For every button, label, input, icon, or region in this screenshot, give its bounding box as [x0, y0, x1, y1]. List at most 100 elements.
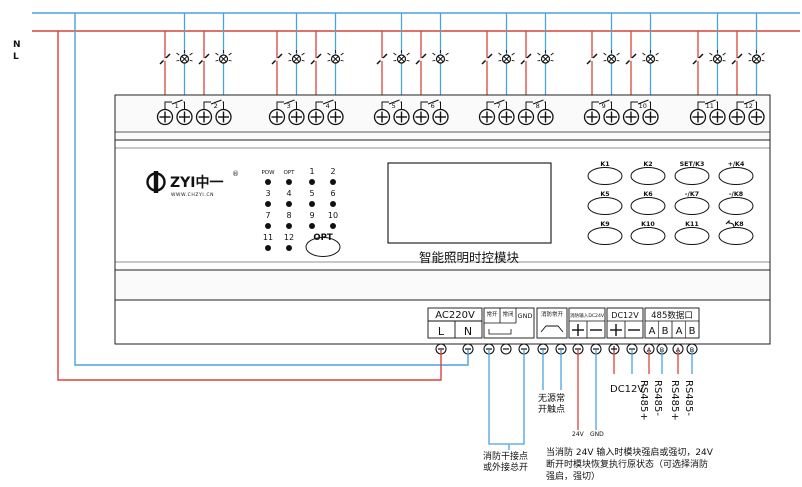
- annotations: 无源常 开触点 DC12V RS485+ RS485- RS485+ RS485…: [483, 380, 714, 482]
- bottom-wiring: [57, 13, 693, 450]
- output-terminal-screw[interactable]: [195, 108, 213, 126]
- switch-icon: [481, 53, 493, 65]
- switch-icon: [159, 53, 171, 65]
- output-terminal-screw[interactable]: [498, 108, 515, 126]
- svg-text:K11: K11: [685, 221, 699, 228]
- lamp-icon: [748, 50, 765, 64]
- lamp-icon: [498, 50, 515, 64]
- bottom-terminal-screw[interactable]: [590, 343, 602, 355]
- lamp-icon: [215, 50, 232, 64]
- fire-mode-note-3: 强启，强切）: [546, 470, 600, 482]
- svg-text:K9: K9: [600, 221, 609, 228]
- fire-dry-note-2: 或外接总开: [483, 461, 528, 473]
- channel-number: 10: [639, 102, 647, 110]
- output-terminal-screw[interactable]: [288, 108, 305, 126]
- output-terminal-screw[interactable]: [748, 108, 765, 126]
- keypad-key-2[interactable]: K2: [630, 161, 666, 185]
- keypad-key-10[interactable]: K10: [630, 221, 666, 245]
- keypad-key-11[interactable]: K11: [674, 221, 710, 245]
- return-arrow-icon: [725, 219, 735, 228]
- switch-icon: [692, 53, 704, 65]
- output-terminal-screw[interactable]: [176, 108, 193, 126]
- svg-text:K10: K10: [641, 221, 655, 228]
- keypad-key-5[interactable]: K5: [587, 191, 623, 215]
- output-terminal-screw[interactable]: [728, 108, 746, 126]
- relay-symbol: [203, 99, 224, 109]
- output-terminal-screw[interactable]: [537, 108, 554, 126]
- lamp-icon: [327, 50, 344, 64]
- svg-text:5: 5: [309, 189, 314, 198]
- svg-text:8: 8: [286, 211, 291, 220]
- channel-number: 2: [214, 102, 218, 110]
- relay-symbol: [525, 99, 546, 109]
- switch-icon: [310, 53, 322, 65]
- output-terminal-screw[interactable]: [603, 108, 620, 126]
- rs485-plus-note-2: RS485+: [669, 380, 680, 421]
- output-terminal-screw[interactable]: [583, 108, 601, 126]
- output-terminal-screw[interactable]: [307, 108, 325, 126]
- logo-mark-icon: [146, 171, 166, 193]
- dc24v-input-label: 消防输入DC24V: [570, 312, 605, 319]
- output-terminal-screw[interactable]: [689, 108, 707, 126]
- svg-text:SET/K3: SET/K3: [680, 161, 705, 168]
- relay-symbol: [315, 99, 336, 109]
- rs485-b2-label: B: [689, 326, 696, 337]
- output-terminal-screw[interactable]: [268, 108, 286, 126]
- indicator-led: 6: [330, 189, 336, 207]
- output-terminal-screw[interactable]: [327, 108, 344, 126]
- output-terminal-screw[interactable]: [432, 108, 449, 126]
- keypad-key-7[interactable]: -/K7: [674, 191, 710, 215]
- svg-text:K5: K5: [600, 191, 609, 198]
- output-terminal-screw[interactable]: [642, 108, 659, 126]
- switch-icon: [198, 53, 210, 65]
- channel-number: 3: [287, 102, 291, 110]
- lamp-icon: [432, 50, 449, 64]
- switch-icon: [376, 53, 388, 65]
- output-terminal-screw[interactable]: [517, 108, 535, 126]
- relay-symbol: [486, 99, 507, 109]
- keypad-key-12[interactable]: K8: [718, 219, 754, 245]
- opt-button[interactable]: OPT: [305, 233, 341, 257]
- relay-symbol: [420, 99, 441, 109]
- output-terminal-screw[interactable]: [709, 108, 726, 126]
- svg-text:10: 10: [328, 211, 338, 220]
- bottom-terminal-screw[interactable]: [500, 343, 512, 355]
- svg-text:2: 2: [330, 167, 335, 176]
- fire-dry-note-1: 消防干接点: [483, 450, 528, 462]
- indicator-led: POW: [261, 170, 275, 185]
- fire-nc-label: 常闭: [502, 310, 513, 318]
- keypad-key-9[interactable]: K9: [587, 221, 623, 245]
- keypad-key-4[interactable]: +/K4: [718, 161, 754, 185]
- channel-number: 5: [392, 102, 396, 110]
- output-terminal-screw[interactable]: [412, 108, 430, 126]
- rs485-b1-label: B: [662, 326, 669, 337]
- dc12v-label: DC12V: [611, 311, 639, 320]
- channel-number: 12: [745, 102, 753, 110]
- channel-number: 7: [497, 102, 501, 110]
- indicator-led: OPT: [283, 170, 295, 185]
- output-terminal-screw[interactable]: [156, 108, 174, 126]
- switch-icon: [271, 53, 283, 65]
- keypad-key-6[interactable]: K6: [630, 191, 666, 215]
- output-terminal-screw[interactable]: [622, 108, 640, 126]
- relay-symbol: [164, 99, 185, 109]
- v24-note: 24V: [572, 431, 585, 438]
- fire-no-label: 常开: [486, 310, 498, 318]
- output-terminal-screw[interactable]: [393, 108, 410, 126]
- keypad-key-3[interactable]: SET/K3: [674, 161, 710, 185]
- lamp-icon: [603, 50, 620, 64]
- bottom-terminal-labels: AC220V L N 常开 常闭 GND 消防常开 消防输入DC24V DC12…: [427, 307, 700, 339]
- lamp-icon: [288, 50, 305, 64]
- output-terminal-screw[interactable]: [215, 108, 232, 126]
- output-terminal-screw[interactable]: [478, 108, 496, 126]
- svg-text:-/K7: -/K7: [685, 191, 699, 198]
- svg-text:POW: POW: [261, 170, 275, 176]
- keypad-key-8[interactable]: -/K8: [718, 191, 754, 215]
- output-terminal-screw[interactable]: [373, 108, 391, 126]
- rs485-a2-label: A: [676, 326, 683, 337]
- keypad-key-1[interactable]: K1: [587, 161, 623, 185]
